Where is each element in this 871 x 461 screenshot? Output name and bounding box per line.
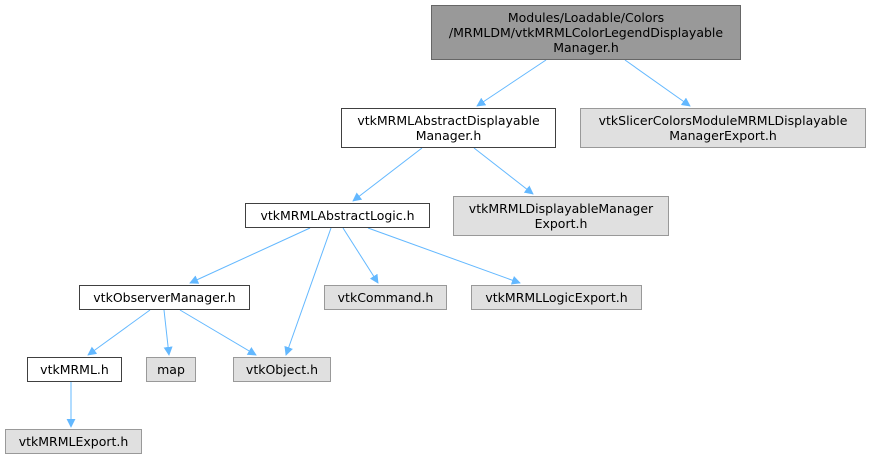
node-observer-manager[interactable]: vtkObserverManager.h (79, 285, 250, 310)
edge-observer-manager-to-vtk-object (179, 309, 257, 356)
node-label: vtkObserverManager.h (93, 290, 236, 305)
node-logic-export[interactable]: vtkMRMLLogicExport.h (471, 285, 642, 310)
edge-observer-manager-to-map (163, 309, 173, 356)
node-label: Modules/Loadable/Colors /MRMLDM/vtkMRMLC… (448, 10, 724, 55)
node-vtk-object[interactable]: vtkObject.h (233, 357, 331, 382)
edge-observer-manager-to-vtk-mrml (87, 309, 151, 356)
edge-root-to-abstract-displayable-manager (476, 59, 547, 107)
node-vtk-command[interactable]: vtkCommand.h (324, 285, 447, 310)
node-label: vtkCommand.h (337, 290, 434, 305)
edge-abstract-logic-to-observer-manager (189, 227, 311, 284)
edge-abstract-displayable-manager-to-displayable-manager-export (473, 147, 534, 195)
node-label: vtkMRML.h (40, 362, 109, 377)
node-label: map (157, 362, 185, 377)
node-label: vtkMRMLExport.h (18, 434, 129, 449)
node-label: vtkMRMLAbstractDisplayable Manager.h (357, 113, 540, 143)
node-abstract-displayable-manager[interactable]: vtkMRMLAbstractDisplayable Manager.h (341, 108, 556, 148)
edge-abstract-displayable-manager-to-abstract-logic (352, 147, 423, 202)
edge-root-to-slicer-colors-export (624, 59, 691, 107)
edge-abstract-logic-to-vtk-object (284, 227, 332, 356)
node-label: vtkObject.h (245, 362, 319, 377)
node-displayable-manager-export[interactable]: vtkMRMLDisplayableManager Export.h (453, 196, 669, 236)
node-vtk-mrml[interactable]: vtkMRML.h (27, 357, 122, 382)
node-slicer-colors-export[interactable]: vtkSlicerColorsModuleMRMLDisplayable Man… (580, 108, 866, 148)
node-label: vtkMRMLAbstractLogic.h (260, 208, 415, 223)
node-color-legend-displayable-manager[interactable]: Modules/Loadable/Colors /MRMLDM/vtkMRMLC… (431, 5, 741, 60)
node-map[interactable]: map (146, 357, 196, 382)
edge-abstract-logic-to-vtk-command (342, 227, 379, 284)
node-abstract-logic[interactable]: vtkMRMLAbstractLogic.h (245, 203, 430, 228)
edge-abstract-logic-to-logic-export (367, 227, 521, 285)
node-mrml-export[interactable]: vtkMRMLExport.h (5, 429, 142, 454)
node-label: vtkSlicerColorsModuleMRMLDisplayable Man… (598, 113, 848, 143)
node-label: vtkMRMLLogicExport.h (485, 290, 628, 305)
node-label: vtkMRMLDisplayableManager Export.h (468, 201, 654, 231)
